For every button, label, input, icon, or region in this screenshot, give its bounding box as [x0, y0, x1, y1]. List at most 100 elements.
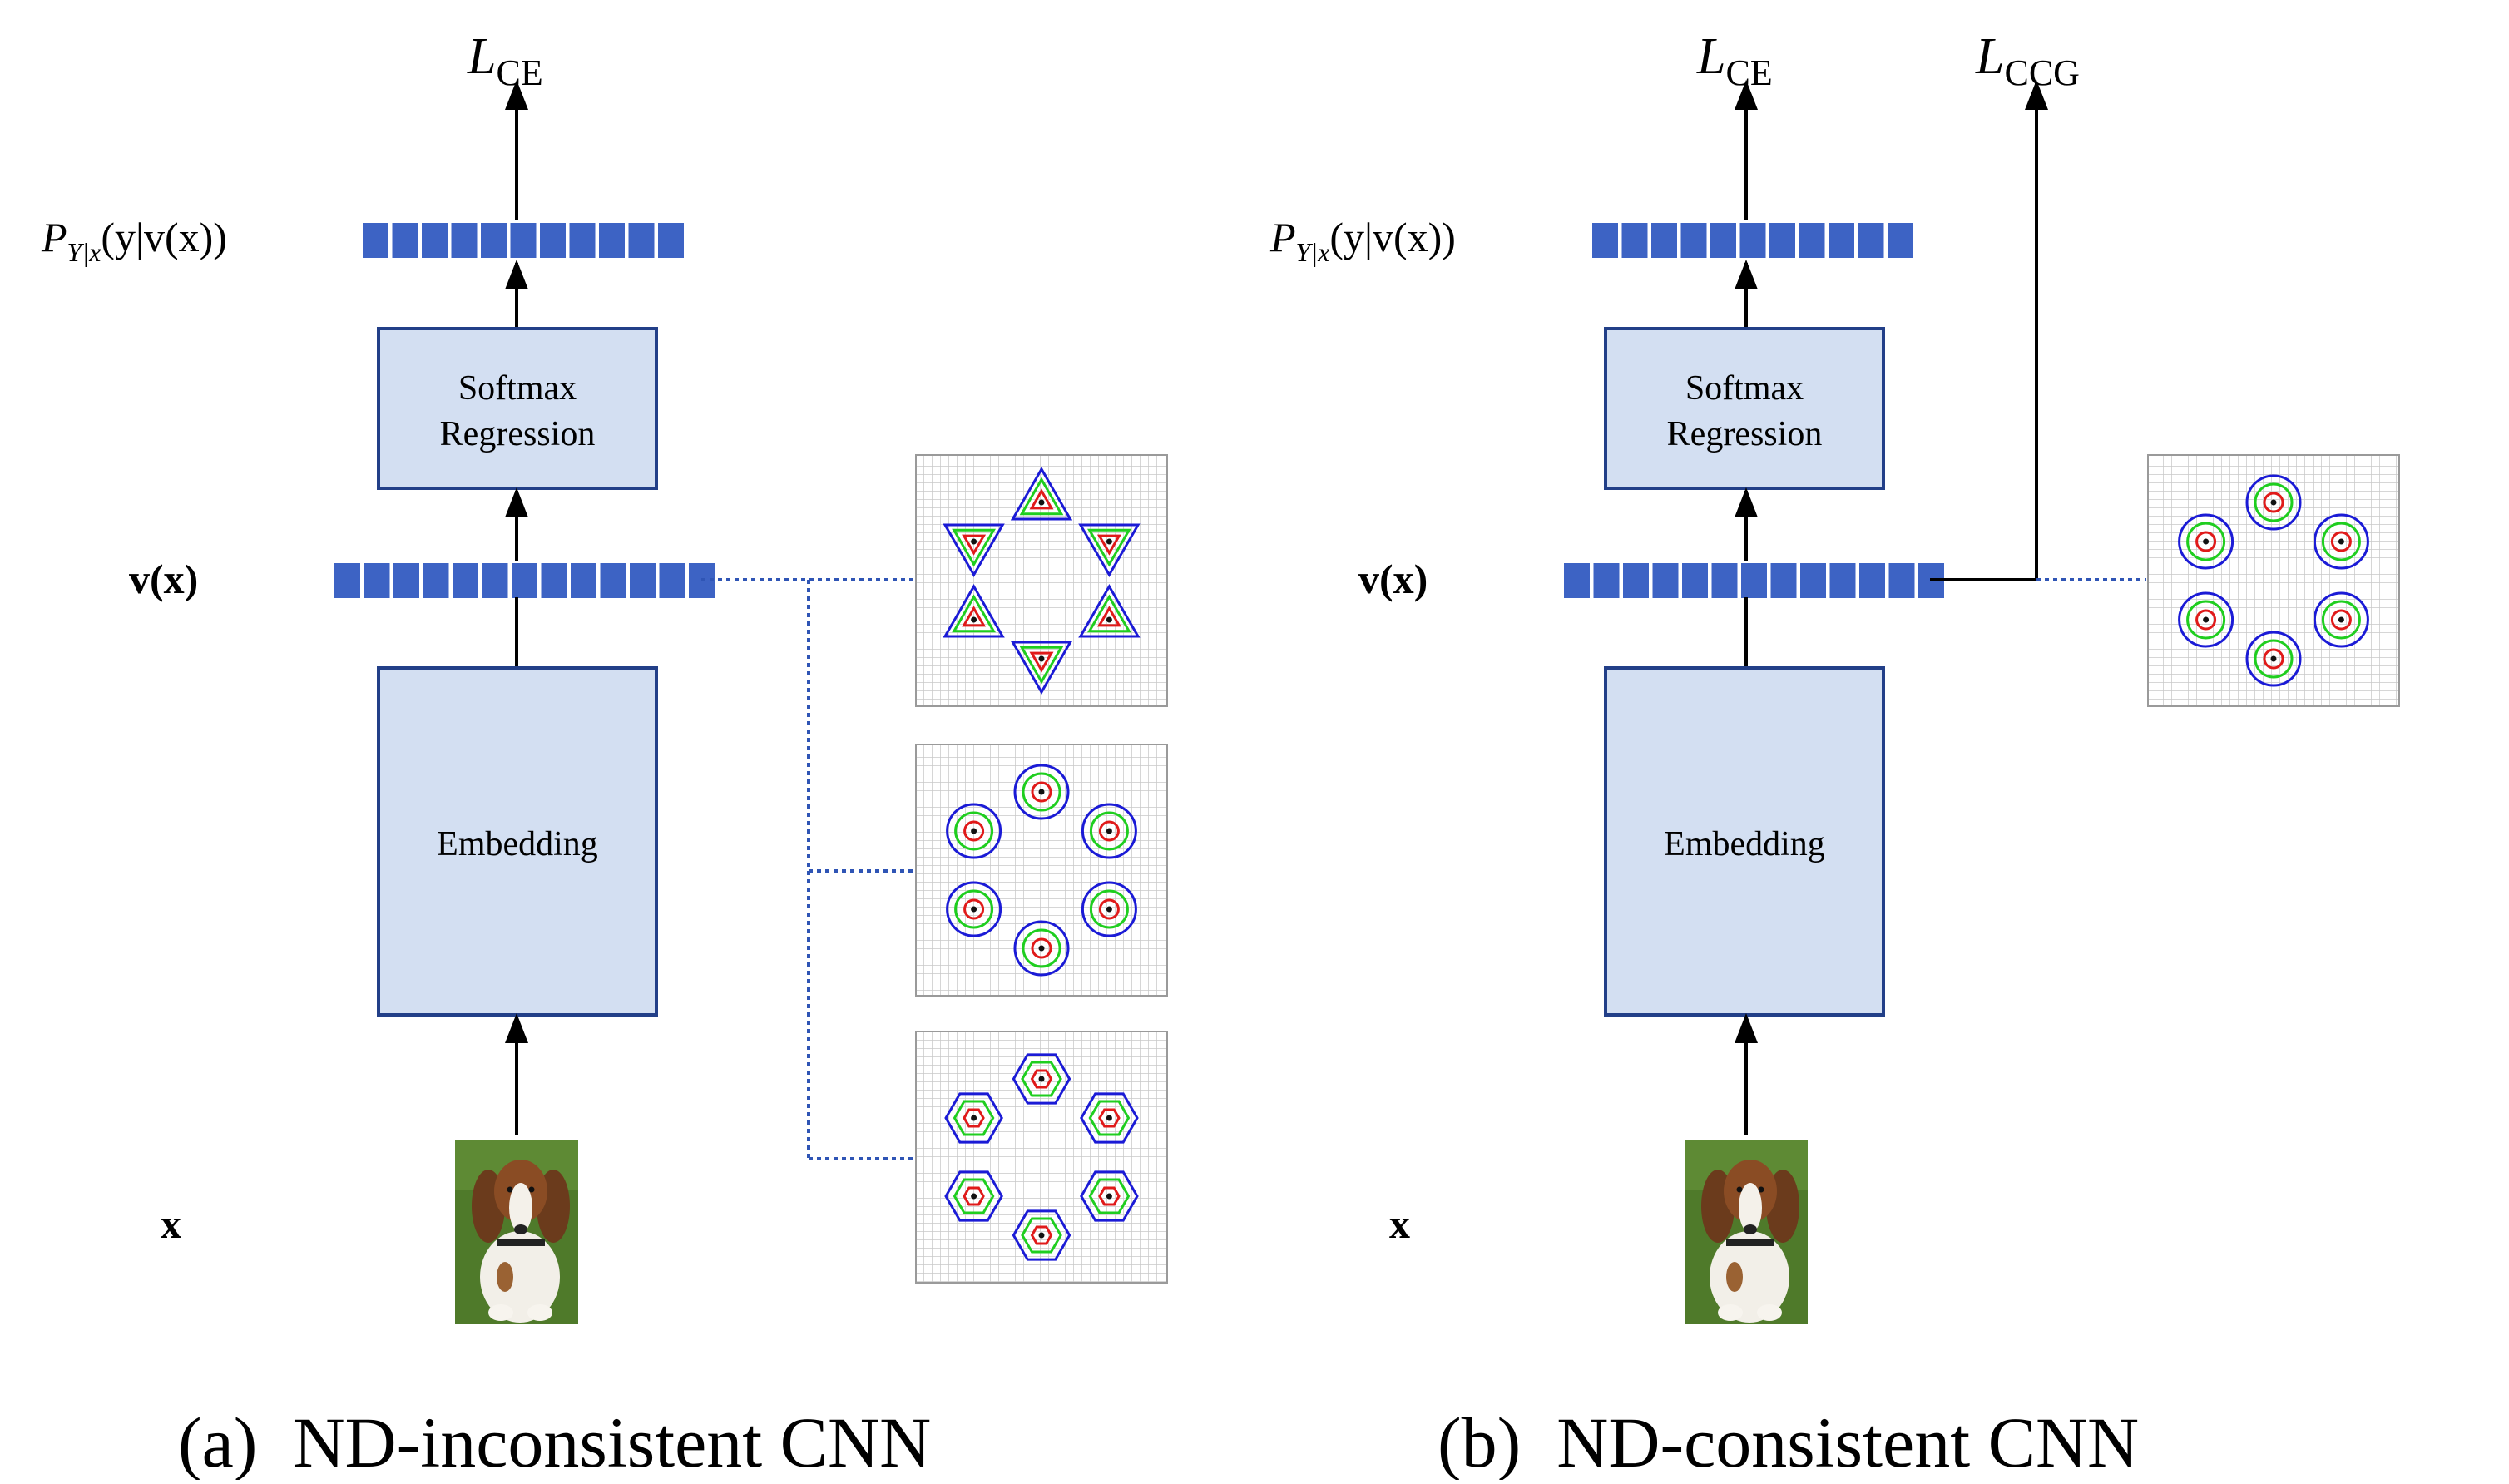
embedding-block: [630, 563, 656, 598]
contour-ring: [2254, 482, 2294, 522]
dog-patch: [497, 1262, 513, 1292]
contour-ring: [943, 523, 1005, 578]
contour-ring: [946, 881, 1002, 937]
plot-frame: [915, 744, 1168, 997]
input-label-a: x: [161, 1200, 181, 1247]
embedding-block: [1682, 563, 1708, 598]
cluster-center: [1038, 1232, 1045, 1239]
contour-ring: [963, 1186, 985, 1206]
contour-ring: [1010, 641, 1073, 695]
cluster-center: [1038, 789, 1045, 795]
dog-paw-left: [1718, 1304, 1743, 1321]
prob-block: [540, 223, 566, 258]
contour-ring: [962, 534, 987, 556]
cluster-center: [971, 906, 977, 913]
input-label-b: x: [1389, 1200, 1410, 1247]
cluster-center: [971, 1193, 977, 1200]
contour-ring: [1019, 477, 1064, 516]
contour-ring: [2313, 591, 2369, 648]
prob-block: [1858, 223, 1884, 258]
prob-block: [628, 223, 655, 258]
contour-ring: [1029, 651, 1054, 673]
prob-block: [422, 223, 448, 258]
loss-ce-label-a: LCE: [467, 28, 543, 93]
cluster-center: [1038, 655, 1045, 662]
contour-ring: [1030, 1069, 1053, 1089]
loss-ce-label-b: LCE: [1696, 28, 1773, 93]
embedding-block: [1859, 563, 1885, 598]
cluster-center: [1106, 1115, 1112, 1121]
softmax-label-line2-b: Regression: [1667, 415, 1823, 453]
prob-vector-a: [363, 223, 684, 258]
contour-ring: [1080, 1170, 1139, 1222]
cluster-center: [2270, 655, 2277, 662]
contour-ring: [952, 594, 996, 633]
contour-ring: [953, 1178, 995, 1214]
contour-ring: [1031, 781, 1052, 803]
prob-block: [1739, 223, 1766, 258]
caption-b: (b) ND-consistent CNN: [1438, 1402, 2139, 1480]
contour-ring: [2313, 513, 2369, 570]
embedding-block: [1800, 563, 1826, 598]
contour-ring: [944, 1170, 1003, 1222]
prob-block: [363, 223, 388, 258]
embedding-block: [1652, 563, 1679, 598]
contour-ring: [1098, 1186, 1121, 1206]
dog-eye-left: [507, 1186, 513, 1193]
plot-frame: [915, 1031, 1168, 1284]
prob-block: [1829, 223, 1854, 258]
dog-eye-right: [528, 1186, 535, 1193]
dog-body: [1710, 1231, 1789, 1323]
contour-ring: [1081, 881, 1137, 937]
contour-ring: [1030, 1225, 1053, 1245]
contour-ring: [1021, 1061, 1062, 1097]
contour-ring: [1078, 583, 1141, 638]
dog-eye-right: [1758, 1186, 1764, 1193]
contour-ring: [2321, 522, 2361, 561]
plot-hexagon-contours: [915, 1031, 1168, 1284]
cluster-center: [2203, 616, 2210, 623]
contour-ring: [953, 1100, 995, 1136]
prob-block: [451, 223, 478, 258]
dog-photo-b: [1685, 1140, 1808, 1324]
plot-grid: [916, 1031, 1167, 1283]
dog-collar: [497, 1239, 545, 1246]
contour-ring: [1098, 1108, 1121, 1128]
embedding-box-b: [1604, 666, 1885, 1017]
contour-ring: [2186, 600, 2226, 640]
contour-ring: [2254, 639, 2294, 679]
contour-ring: [1089, 889, 1129, 929]
contour-ring: [1096, 534, 1121, 556]
cluster-center: [2338, 616, 2344, 623]
contour-ring: [2195, 609, 2217, 631]
dog-blaze: [1739, 1183, 1762, 1233]
prob-vector-b: [1592, 223, 1913, 258]
contour-ring: [1013, 764, 1070, 820]
embedding-block: [1564, 563, 1590, 598]
prob-block: [1592, 223, 1618, 258]
embedding-block: [1829, 563, 1856, 598]
dog-body: [480, 1231, 560, 1323]
contour-ring: [954, 811, 994, 851]
contour-ring: [1010, 466, 1073, 521]
panel-a: LCE PY|x(y|v(x)) Softmax Regression v(x)…: [41, 28, 1168, 1482]
embedding-box-label-b: Embedding: [1664, 825, 1825, 863]
embedding-block: [482, 563, 508, 598]
loss-ccg-label-b: LCCG: [1975, 28, 2080, 93]
cluster-center: [1038, 1076, 1045, 1082]
embedding-block: [1770, 563, 1797, 598]
contour-ring: [1088, 1100, 1131, 1136]
embedding-block: [1623, 563, 1649, 598]
dog-nose: [1744, 1224, 1757, 1234]
cluster-center: [1038, 499, 1045, 506]
embedding-label-a: v(x): [129, 556, 198, 602]
plot-grid: [916, 744, 1167, 996]
dog-collar: [1726, 1239, 1774, 1246]
cluster-center: [1038, 945, 1045, 952]
cluster-center: [1106, 906, 1112, 913]
arrow-embedding-to-loss-ccg: [1930, 80, 2048, 581]
contour-ring: [1019, 646, 1064, 685]
cluster-center: [1106, 828, 1112, 834]
softmax-label-line1-a: Softmax: [458, 369, 577, 408]
